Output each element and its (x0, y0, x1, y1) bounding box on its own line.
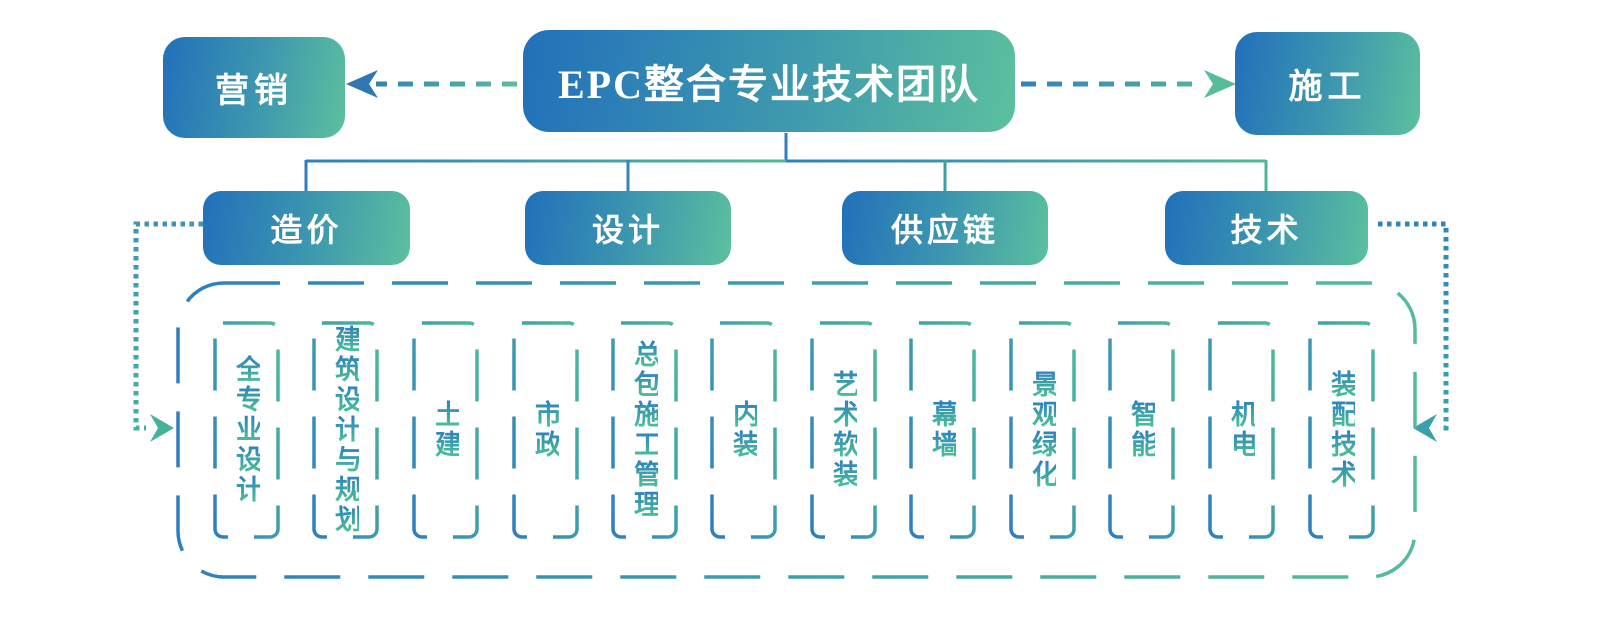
specialty-item: 装配技术 (1310, 323, 1373, 537)
branch-node-supply-chain: 供应链 (842, 191, 1048, 265)
specialty-box (1208, 321, 1275, 539)
specialty-box (412, 321, 479, 539)
specialty-item: 幕墙 (911, 323, 974, 537)
specialty-label: 智能 (1127, 400, 1157, 460)
specialty-item: 建筑设计与规划 (314, 323, 377, 537)
left-loop-arrowhead-icon (150, 414, 174, 442)
specialties-container-border (176, 281, 1417, 579)
specialty-box (909, 321, 976, 539)
specialty-item: 内装 (712, 323, 775, 537)
specialty-label: 市政 (531, 400, 561, 460)
specialty-box (312, 321, 379, 539)
specialty-box (213, 321, 280, 539)
specialty-label: 艺术软装 (829, 370, 859, 490)
specialty-item: 机电 (1210, 323, 1273, 537)
specialty-box (710, 321, 777, 539)
branch-node-label: 供应链 (890, 212, 999, 248)
specialty-label: 全专业设计 (232, 355, 262, 505)
marketing-node: 营销 (163, 37, 345, 138)
specialty-box (1009, 321, 1076, 539)
right-loop-dotted-line (1378, 221, 1449, 431)
specialty-label: 景观绿化 (1028, 370, 1058, 490)
right-loop-arrowhead-icon (1413, 414, 1437, 442)
branch-node-label: 技术 (1230, 212, 1303, 248)
specialty-item: 土建 (414, 323, 477, 537)
construction-node-label: 施工 (1288, 69, 1367, 106)
construction-arrowhead-icon (1204, 70, 1236, 98)
specialty-label: 土建 (431, 400, 461, 460)
marketing-node-label: 营销 (215, 73, 293, 110)
specialty-box (611, 321, 678, 539)
specialty-item: 全专业设计 (215, 323, 278, 537)
root-node-label: EPC整合专业技术团队 (558, 62, 980, 107)
specialty-box (810, 321, 877, 539)
branch-node-label: 造价 (270, 212, 343, 248)
branch-node-cost: 造价 (203, 191, 410, 265)
specialty-item: 艺术软装 (812, 323, 875, 537)
specialty-item: 景观绿化 (1011, 323, 1074, 537)
specialty-item: 智能 (1110, 323, 1173, 537)
construction-node: 施工 (1235, 32, 1420, 135)
specialty-label: 内装 (729, 400, 759, 460)
specialty-box (512, 321, 579, 539)
specialty-item: 总包施工管理 (613, 323, 676, 537)
specialty-box (1308, 321, 1375, 539)
specialty-label: 建筑设计与规划 (331, 325, 361, 535)
specialty-label: 幕墙 (928, 400, 958, 460)
left-loop-dotted-line (133, 221, 203, 431)
marketing-arrowhead-icon (346, 70, 378, 98)
specialty-item: 市政 (514, 323, 577, 537)
branch-node-label: 设计 (591, 212, 664, 248)
branch-node-design: 设计 (525, 191, 731, 265)
specialty-box (1108, 321, 1175, 539)
root-node: EPC整合专业技术团队 (523, 30, 1015, 132)
specialty-label: 机电 (1227, 400, 1257, 460)
specialty-label: 装配技术 (1327, 370, 1357, 490)
branch-node-technology: 技术 (1165, 191, 1368, 265)
specialty-label: 总包施工管理 (630, 340, 660, 520)
